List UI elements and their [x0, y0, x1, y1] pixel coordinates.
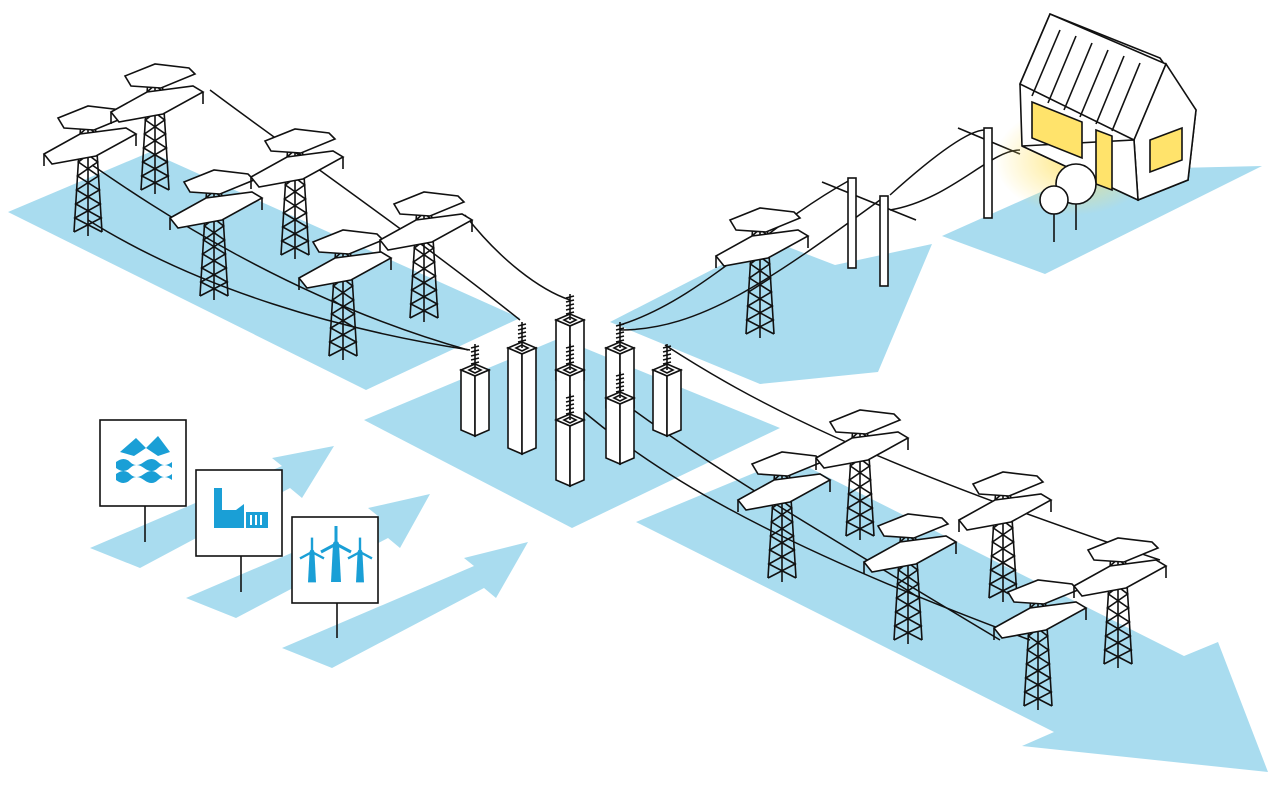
flow-arrows	[8, 152, 1268, 772]
transmission-tower	[1072, 537, 1168, 668]
transmission-tower	[814, 409, 910, 540]
substation-transformer	[650, 344, 684, 438]
arrow-source-wind	[282, 542, 528, 668]
house-icon	[995, 12, 1197, 242]
transmission-tower	[862, 513, 958, 644]
arrow-transmission-right	[636, 458, 1268, 772]
transmission-tower	[957, 471, 1053, 602]
transmission-tower	[378, 191, 474, 322]
substation-transformer	[603, 372, 637, 466]
wind-turbines-icon	[299, 526, 373, 583]
wind-sign	[291, 516, 379, 638]
substation	[458, 294, 684, 488]
substation-transformer	[458, 344, 492, 438]
power-lines	[87, 89, 1161, 641]
power-source-signs	[99, 419, 379, 638]
transmission-tower	[736, 451, 832, 582]
arrow-house-ground	[942, 166, 1262, 274]
turbine-icon	[299, 537, 325, 583]
transmission-tower	[109, 63, 205, 194]
transmission-tower	[297, 229, 393, 360]
substation-transformer	[553, 344, 587, 428]
substation-transformer	[505, 322, 539, 456]
turbine-icon	[320, 526, 352, 582]
factory-icon	[214, 488, 268, 528]
lit-door	[1095, 128, 1113, 192]
transmission-towers	[42, 63, 1168, 710]
hydro-sign	[99, 419, 187, 542]
turbine-icon	[347, 537, 373, 583]
lit-window	[1149, 126, 1183, 174]
transmission-tower	[249, 128, 345, 259]
factory-sign	[195, 469, 283, 592]
arrow-distribution-up	[610, 240, 932, 384]
lit-window	[1031, 100, 1083, 160]
transmission-tower	[992, 579, 1088, 710]
hydro-icon	[116, 436, 172, 483]
substation-transformer	[553, 394, 587, 488]
utility-pole	[821, 177, 917, 287]
transmission-tower	[714, 207, 810, 338]
arrow-transmission-left	[8, 152, 520, 390]
distribution-poles	[821, 127, 1021, 287]
